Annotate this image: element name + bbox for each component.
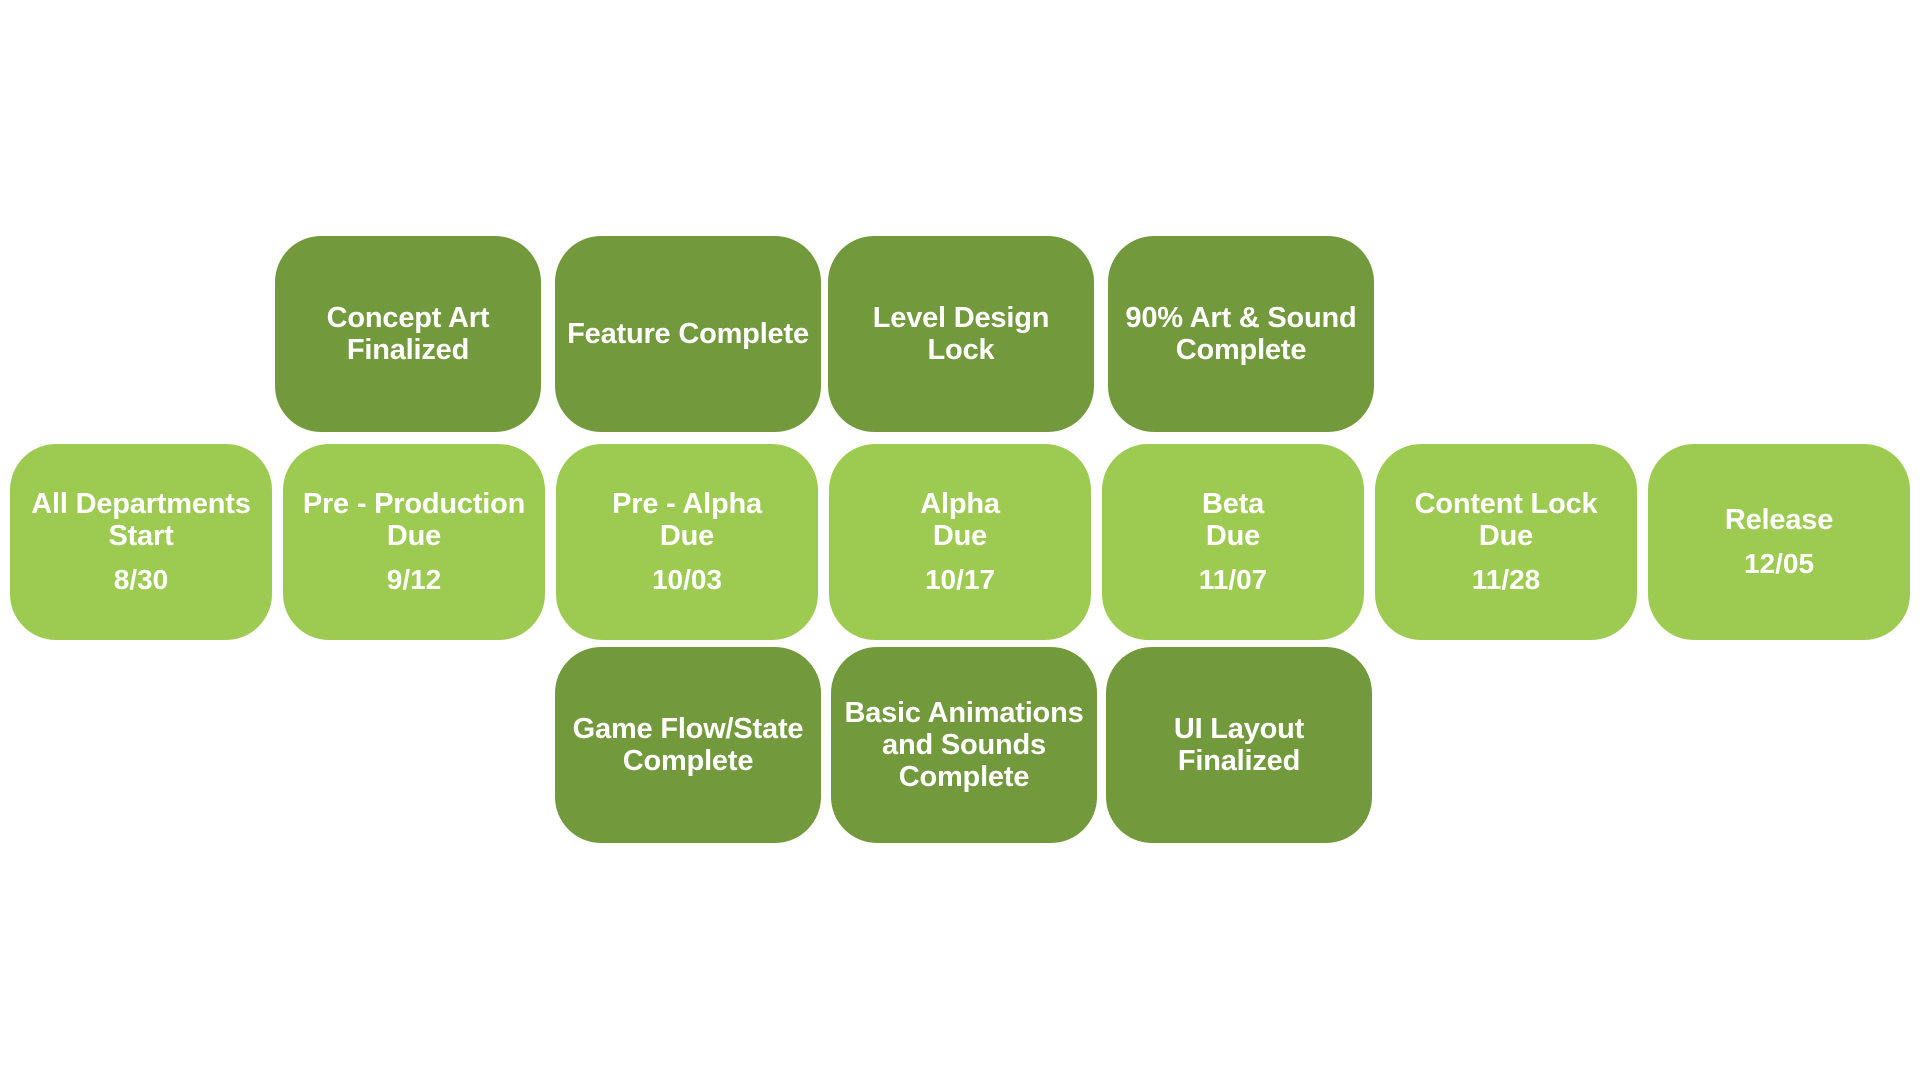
milestone-pre-alpha-due: Pre - Alpha Due 10/03	[556, 444, 818, 640]
task-title: Concept Art Finalized	[326, 302, 490, 366]
milestone-content-lock-due: Content Lock Due 11/28	[1375, 444, 1637, 640]
task-title: 90% Art & Sound Complete	[1125, 302, 1357, 366]
task-basic-animations-sounds-complete: Basic Animations and Sounds Complete	[831, 647, 1097, 843]
milestone-title: Beta Due	[1201, 488, 1265, 552]
task-art-sound-complete: 90% Art & Sound Complete	[1108, 236, 1374, 432]
milestone-date: 10/17	[924, 564, 996, 595]
milestone-title: Release	[1724, 504, 1834, 536]
milestone-date: 9/12	[386, 564, 442, 595]
task-title: Game Flow/State Complete	[572, 713, 804, 777]
milestone-date: 11/28	[1471, 564, 1541, 595]
milestone-date: 10/03	[651, 564, 723, 595]
task-feature-complete: Feature Complete	[555, 236, 821, 432]
milestone-pre-production-due: Pre - Production Due 9/12	[283, 444, 545, 640]
milestone-all-departments-start: All Departments Start 8/30	[10, 444, 272, 640]
milestone-release: Release 12/05	[1648, 444, 1910, 640]
task-title: Level Design Lock	[872, 302, 1050, 366]
milestone-date: 12/05	[1743, 548, 1815, 579]
task-game-flow-state-complete: Game Flow/State Complete	[555, 647, 821, 843]
task-title: UI Layout Finalized	[1173, 713, 1305, 777]
task-ui-layout-finalized: UI Layout Finalized	[1106, 647, 1372, 843]
task-concept-art-finalized: Concept Art Finalized	[275, 236, 541, 432]
milestone-title: All Departments Start	[31, 488, 251, 552]
task-level-design-lock: Level Design Lock	[828, 236, 1094, 432]
milestone-date: 8/30	[113, 564, 169, 595]
milestone-title: Pre - Production Due	[302, 488, 526, 552]
milestone-alpha-due: Alpha Due 10/17	[829, 444, 1091, 640]
task-title: Basic Animations and Sounds Complete	[844, 697, 1084, 793]
milestone-title: Alpha Due	[920, 488, 1000, 552]
milestone-date: 11/07	[1198, 564, 1268, 595]
task-title: Feature Complete	[567, 318, 809, 350]
milestone-beta-due: Beta Due 11/07	[1102, 444, 1364, 640]
milestone-title: Pre - Alpha Due	[612, 488, 762, 552]
milestone-title: Content Lock Due	[1414, 488, 1598, 552]
